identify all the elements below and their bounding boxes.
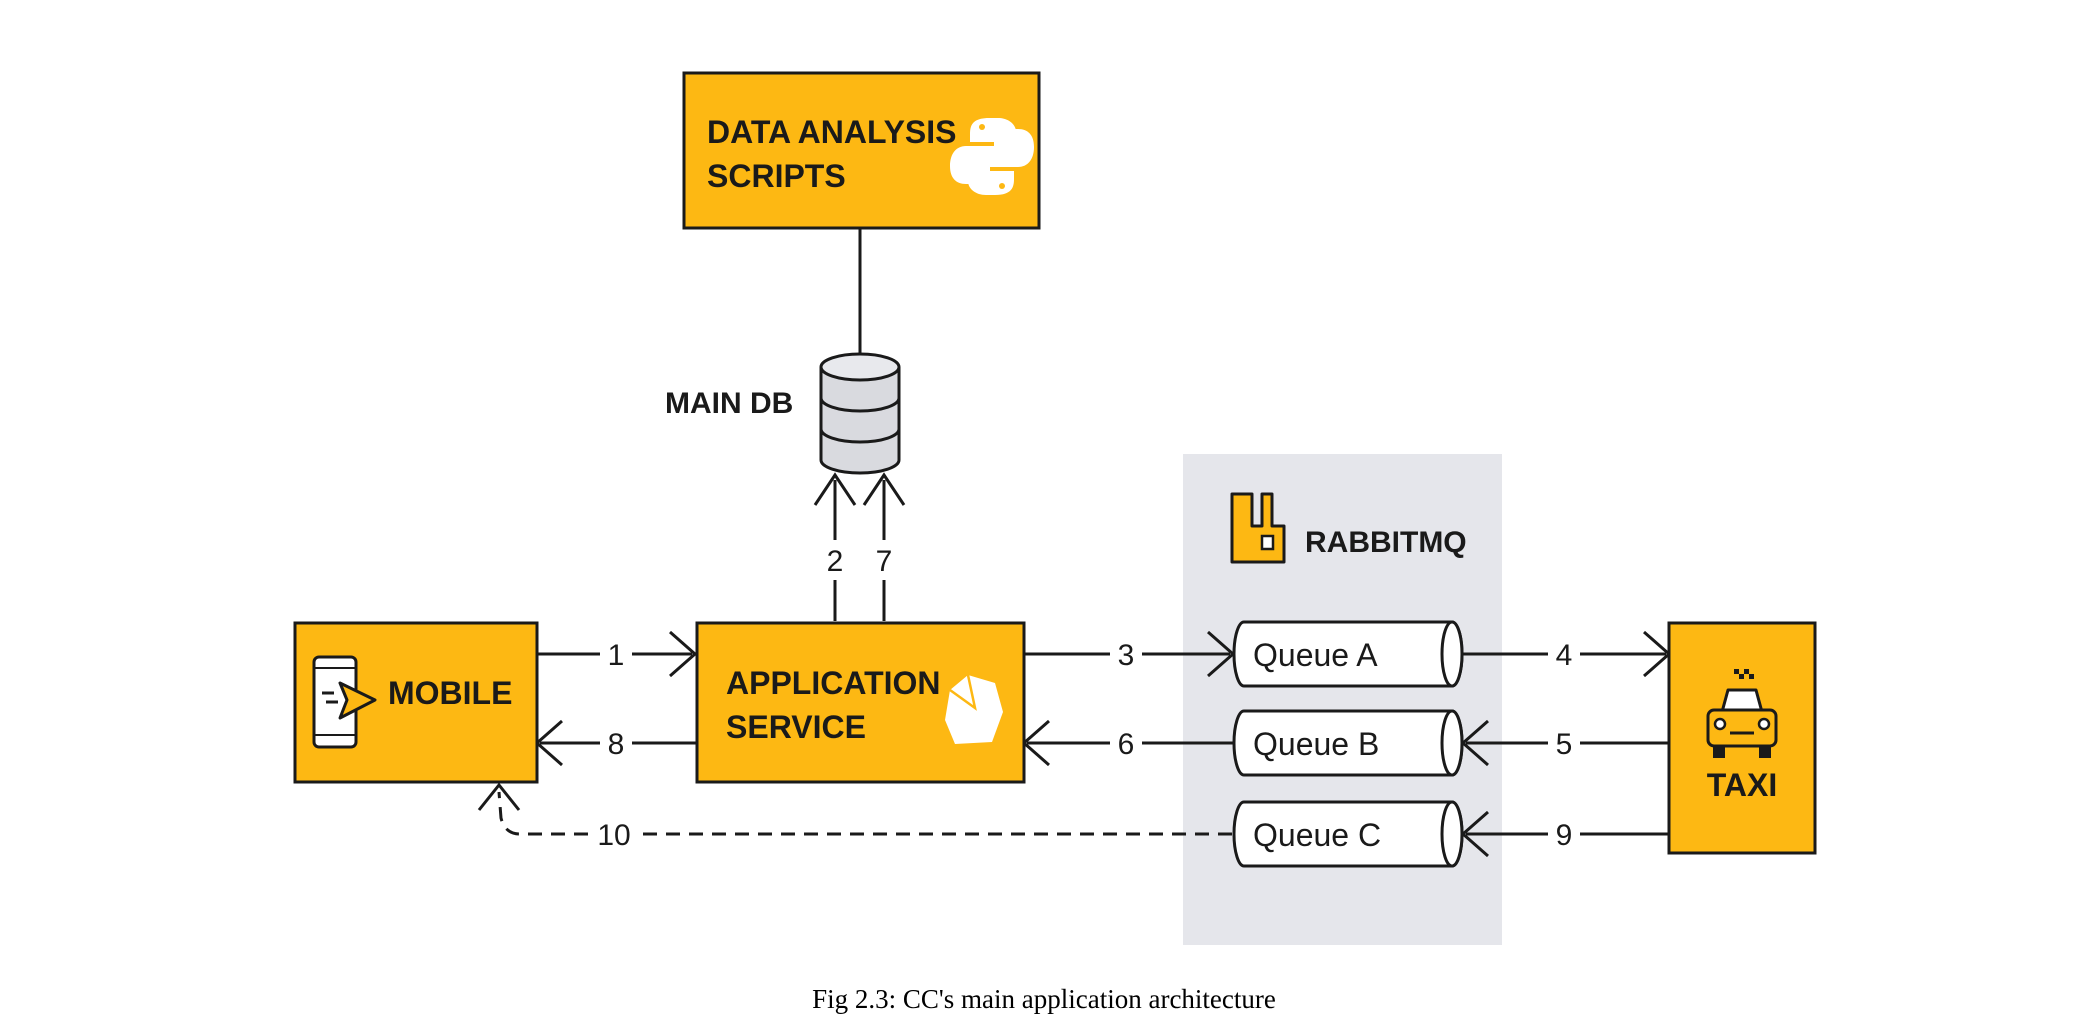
flow-9-label: 9 xyxy=(1556,819,1573,852)
queue-c: Queue C xyxy=(1232,800,1464,868)
mobile-node: MOBILE xyxy=(293,621,539,784)
flow-3-label: 3 xyxy=(1118,639,1135,672)
rabbitmq-header: RABBITMQ xyxy=(1230,492,1467,564)
queue-a-label: Queue A xyxy=(1253,637,1378,673)
flow-2-label: 2 xyxy=(827,545,844,578)
flow-6-label: 6 xyxy=(1118,728,1135,761)
flow-1-arrowhead xyxy=(669,630,698,678)
rabbitmq-icon xyxy=(1230,492,1286,564)
flow-1-label: 1 xyxy=(608,639,625,672)
queue-b-label: Queue B xyxy=(1253,726,1379,762)
data-analysis-title-line2: SCRIPTS xyxy=(707,158,846,194)
main-db-node: MAIN DB xyxy=(665,352,901,475)
taxi-icon xyxy=(1706,669,1778,758)
data-analysis-node: DATA ANALYSIS SCRIPTS xyxy=(682,71,1041,230)
python-icon xyxy=(950,118,1034,195)
flow-2-arrowhead xyxy=(813,472,857,506)
app-service-title-line2: SERVICE xyxy=(726,709,866,745)
application-service-node: APPLICATION SERVICE xyxy=(695,621,1026,784)
flow-labels: 1 2 7 8 3 6 4 5 9 10 xyxy=(597,545,1572,852)
ruby-icon xyxy=(945,674,1003,744)
queue-c-label: Queue C xyxy=(1253,817,1381,853)
queue-b: Queue B xyxy=(1232,709,1464,777)
mobile-label: MOBILE xyxy=(388,675,512,711)
app-service-title-line1: APPLICATION xyxy=(726,665,941,701)
queue-a: Queue A xyxy=(1232,620,1464,688)
flow-7-label: 7 xyxy=(876,545,893,578)
flow-5-label: 5 xyxy=(1556,728,1573,761)
taxi-label: TAXI xyxy=(1707,767,1778,803)
mobile-phone-icon xyxy=(312,655,377,749)
main-db-label: MAIN DB xyxy=(665,387,793,420)
flow-8-label: 8 xyxy=(608,728,625,761)
flow-10-arrowhead xyxy=(477,782,521,811)
flow-4-label: 4 xyxy=(1556,639,1573,672)
database-icon xyxy=(819,352,901,475)
taxi-node: TAXI xyxy=(1667,621,1817,855)
rabbitmq-label: RABBITMQ xyxy=(1305,526,1467,559)
flow-10-label: 10 xyxy=(597,819,630,852)
figure-caption: Fig 2.3: CC's main application architect… xyxy=(812,984,1276,1014)
flow-7-arrowhead xyxy=(862,472,906,506)
data-analysis-title-line1: DATA ANALYSIS xyxy=(707,114,957,150)
